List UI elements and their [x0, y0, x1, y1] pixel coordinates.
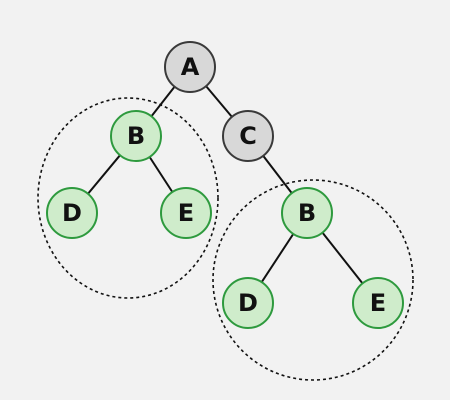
node-a-label: A	[181, 53, 200, 81]
node-e-left: E	[160, 187, 212, 239]
node-b-left: B	[110, 110, 162, 162]
node-e-left-label: E	[178, 199, 194, 227]
node-c-label: C	[239, 122, 257, 150]
node-b-right-label: B	[298, 199, 316, 227]
right-subtree-group	[212, 179, 414, 381]
node-d-left-label: D	[62, 199, 82, 227]
node-e-right-label: E	[370, 289, 386, 317]
node-d-right: D	[222, 277, 274, 329]
node-d-right-label: D	[238, 289, 258, 317]
node-d-left: D	[46, 187, 98, 239]
left-subtree-group	[37, 97, 219, 299]
node-e-right: E	[352, 277, 404, 329]
node-c: C	[222, 110, 274, 162]
node-a: A	[164, 41, 216, 93]
node-b-right: B	[281, 187, 333, 239]
node-b-left-label: B	[127, 122, 145, 150]
